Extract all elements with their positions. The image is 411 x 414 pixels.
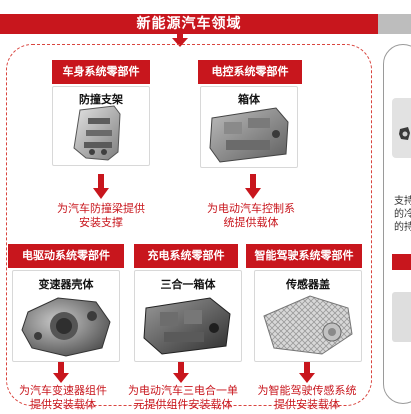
side-panel-part-icon	[399, 127, 410, 140]
gearbox-housing-image	[21, 297, 111, 357]
desc-gearbox-housing-2: 提供安装载体	[30, 398, 96, 411]
product-sensor-cover: 传感器盖	[286, 278, 330, 291]
side-panel-image-2	[392, 292, 411, 342]
desc-gearbox-housing-1: 为汽车变速器组件	[19, 384, 107, 397]
three-in-one-image	[143, 297, 231, 355]
banner-down-arrow-icon	[172, 30, 188, 47]
desc-crash-bracket-2: 安装支撑	[79, 216, 123, 229]
product-housing: 箱体	[238, 93, 260, 106]
side-panel-text-3: 的持	[394, 222, 411, 233]
side-panel-text-2: 的冷	[394, 209, 411, 220]
tag-charging-system: 充电系统零部件	[134, 244, 238, 268]
desc-crash-bracket-1: 为汽车防撞梁提供	[57, 202, 145, 215]
tag-smart-driving: 智能驾驶系统零部件	[246, 244, 362, 268]
sensor-cover-image	[263, 295, 353, 355]
section-banner	[0, 14, 378, 34]
banner-gray-block	[378, 14, 411, 34]
tag-electronic-control: 电控系统零部件	[198, 60, 302, 84]
desc-three-in-one-2: 元提供组件安装载体	[133, 398, 233, 411]
arrow-down-icon	[93, 174, 109, 199]
tag-electric-drive: 电驱动系统零部件	[8, 244, 124, 268]
housing-image	[209, 107, 289, 163]
arrow-down-icon	[53, 362, 69, 383]
side-panel-text-1: 支持	[394, 196, 411, 207]
main-dashed-frame	[6, 44, 372, 406]
desc-three-in-one-1: 为电动汽车三电合一单	[128, 384, 238, 397]
desc-sensor-cover-1: 为智能驾驶传感系统	[257, 384, 357, 397]
arrow-down-icon	[299, 362, 315, 383]
product-gearbox-housing: 变速器壳体	[38, 278, 94, 291]
product-three-in-one: 三合一箱体	[160, 278, 216, 291]
side-panel-image	[392, 98, 411, 158]
desc-housing-2: 统提供载体	[223, 216, 279, 229]
side-panel-tag	[392, 254, 411, 270]
desc-housing-1: 为电动汽车控制系	[207, 202, 295, 215]
desc-sensor-cover-2: 提供安装载体	[274, 398, 340, 411]
section-title: 新能源汽车领域	[136, 16, 242, 32]
crash-bracket-image	[73, 105, 121, 161]
arrow-down-icon	[173, 362, 189, 383]
arrow-down-icon	[245, 174, 261, 199]
product-crash-bracket: 防撞支架	[79, 93, 123, 106]
tag-body-system: 车身系统零部件	[52, 60, 150, 84]
